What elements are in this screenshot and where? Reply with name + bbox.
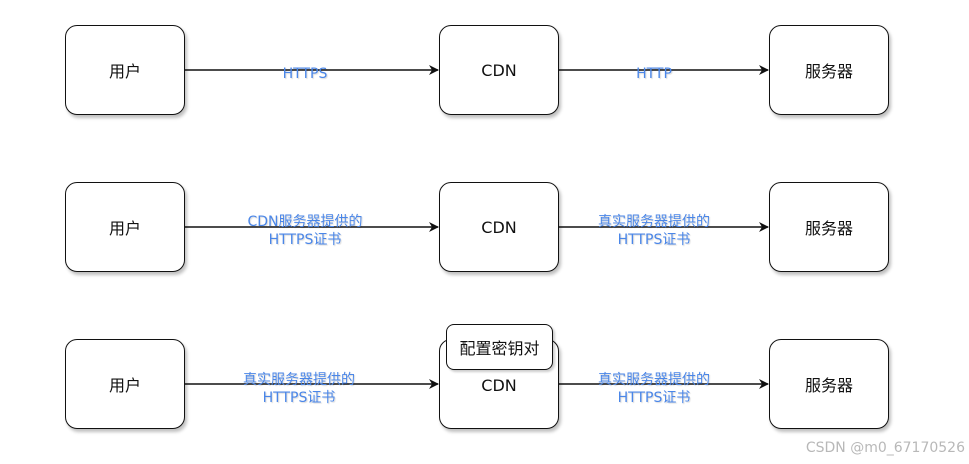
server-node-row3: 服务器 [769,339,889,429]
edge-label-user-cdn-row3: 真实服务器提供的 HTTPS证书 [243,371,355,407]
edge-label-line: HTTPS证书 [617,232,691,248]
server-label: 服务器 [804,219,853,238]
edge-label-cdn-server-row2: 真实服务器提供的 HTTPS证书 [598,213,710,249]
edge-label-line: HTTPS [282,66,328,82]
edge-label-line: 真实服务器提供的 [243,372,355,388]
cdn-label: CDN [481,217,517,237]
key-pair-note: 配置密钥对 [446,324,553,370]
cdn-node-row1: CDN [439,25,559,115]
user-label: 用户 [108,219,141,238]
cdn-node-row2: CDN [439,182,559,272]
edge-label-line: HTTPS证书 [617,390,691,406]
server-label: 服务器 [804,376,853,395]
edge-label-line: 真实服务器提供的 [598,214,710,230]
cdn-label: CDN [481,60,517,80]
edge-label-line: HTTP [636,66,672,82]
watermark: CSDN @m0_67170526 [805,440,965,456]
edge-label-line: HTTPS证书 [268,232,342,248]
user-node-row1: 用户 [65,25,185,115]
server-label: 服务器 [804,62,853,81]
cdn-label: CDN [481,375,517,395]
edge-label-line: CDN服务器提供的 [247,214,363,230]
edge-label-cdn-server-row3: 真实服务器提供的 HTTPS证书 [598,371,710,407]
server-node-row1: 服务器 [769,25,889,115]
edge-label-line: HTTPS证书 [262,390,336,406]
server-node-row2: 服务器 [769,182,889,272]
edge-label-line: 真实服务器提供的 [598,372,710,388]
key-pair-note-label: 配置密钥对 [459,339,540,358]
edge-label-cdn-server-row1: HTTP [636,65,672,83]
user-node-row3: 用户 [65,339,185,429]
user-node-row2: 用户 [65,182,185,272]
edge-label-user-cdn-row1: HTTPS [283,65,328,83]
user-label: 用户 [108,376,141,395]
user-label: 用户 [108,62,141,81]
edge-label-user-cdn-row2: CDN服务器提供的 HTTPS证书 [247,213,362,249]
